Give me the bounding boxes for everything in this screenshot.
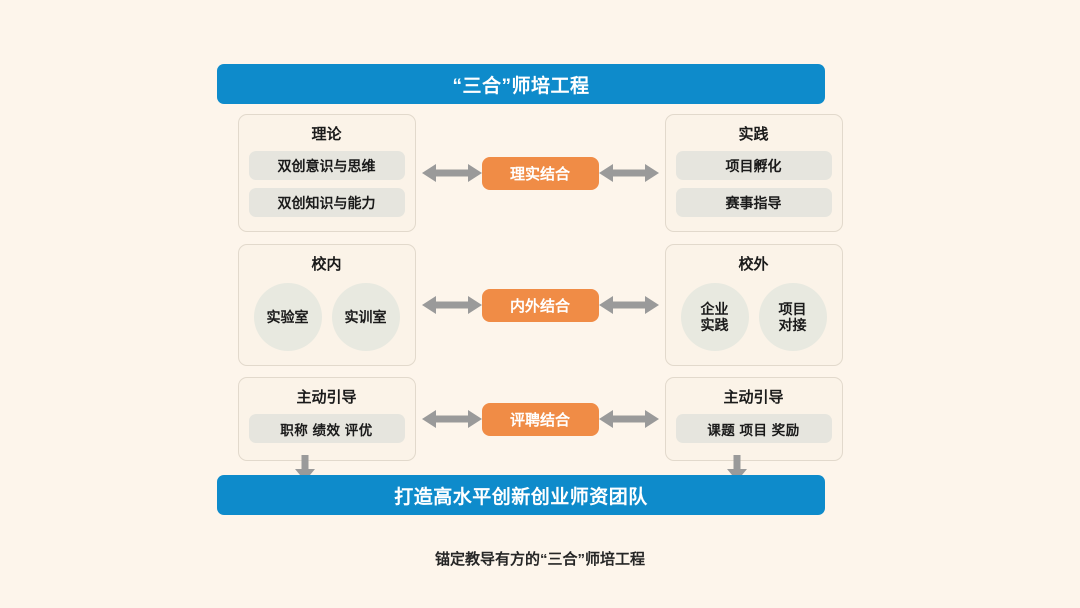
circle-group: 企业实践 项目对接: [676, 283, 832, 351]
pill-item: 双创意识与思维: [248, 151, 405, 180]
card-title: 校内: [311, 256, 342, 273]
pill-item: 双创知识与能力: [248, 188, 405, 217]
circle-item: 项目对接: [758, 283, 827, 351]
bottom-banner-label: 打造高水平创新创业师资团队: [394, 486, 648, 508]
card-row2-right: 校外 企业实践 项目对接: [664, 244, 843, 366]
center-node-label: 内外结合: [509, 297, 570, 315]
down-arrow-icon: [294, 455, 316, 481]
down-arrow-icon: [726, 455, 748, 481]
card-row1-left: 理论 双创意识与思维 双创知识与能力: [237, 114, 416, 232]
card-title: 理论: [311, 126, 342, 143]
double-headed-arrow-icon: [421, 162, 482, 184]
center-node-row1: 理实结合: [481, 156, 599, 190]
circle-item: 实训室: [331, 283, 400, 351]
pill-item: 职称 绩效 评优: [248, 414, 405, 443]
card-title: 主动引导: [296, 389, 357, 406]
circle-item: 企业实践: [680, 283, 749, 351]
double-headed-arrow-icon: [421, 408, 482, 430]
center-node-label: 理实结合: [509, 165, 570, 183]
diagram-row-2: 校内 实验室 实训室 内外结合 校外 企业实践 项目对接: [0, 244, 1080, 366]
card-row3-left: 主动引导 职称 绩效 评优: [237, 377, 416, 461]
card-row1-right: 实践 项目孵化 赛事指导: [664, 114, 843, 232]
card-title: 主动引导: [723, 389, 784, 406]
circle-item: 实验室: [253, 283, 322, 351]
top-banner: “三合”师培工程: [217, 64, 825, 104]
pill-item: 赛事指导: [675, 188, 832, 217]
card-title: 校外: [738, 256, 769, 273]
top-banner-label: “三合”师培工程: [452, 75, 590, 97]
double-headed-arrow-icon: [598, 162, 659, 184]
double-headed-arrow-icon: [598, 294, 659, 316]
double-headed-arrow-icon: [421, 294, 482, 316]
card-row3-right: 主动引导 课题 项目 奖励: [664, 377, 843, 461]
figure-caption: 锚定教导有方的“三合”师培工程: [434, 551, 645, 568]
diagram-row-3: 主动引导 职称 绩效 评优 评聘结合 主动引导 课题 项目 奖励: [0, 377, 1080, 461]
circle-group: 实验室 实训室: [249, 283, 405, 351]
pill-item: 课题 项目 奖励: [675, 414, 832, 443]
double-headed-arrow-icon: [598, 408, 659, 430]
center-node-row2: 内外结合: [481, 288, 599, 322]
pill-item: 项目孵化: [675, 151, 832, 180]
center-node-label: 评聘结合: [509, 411, 570, 429]
bottom-banner: 打造高水平创新创业师资团队: [217, 475, 825, 515]
card-title: 实践: [738, 126, 769, 143]
center-node-row3: 评聘结合: [481, 402, 599, 436]
diagram-row-1: 理论 双创意识与思维 双创知识与能力 理实结合 实践 项目孵化 赛事指导: [0, 114, 1080, 232]
card-row2-left: 校内 实验室 实训室: [237, 244, 416, 366]
